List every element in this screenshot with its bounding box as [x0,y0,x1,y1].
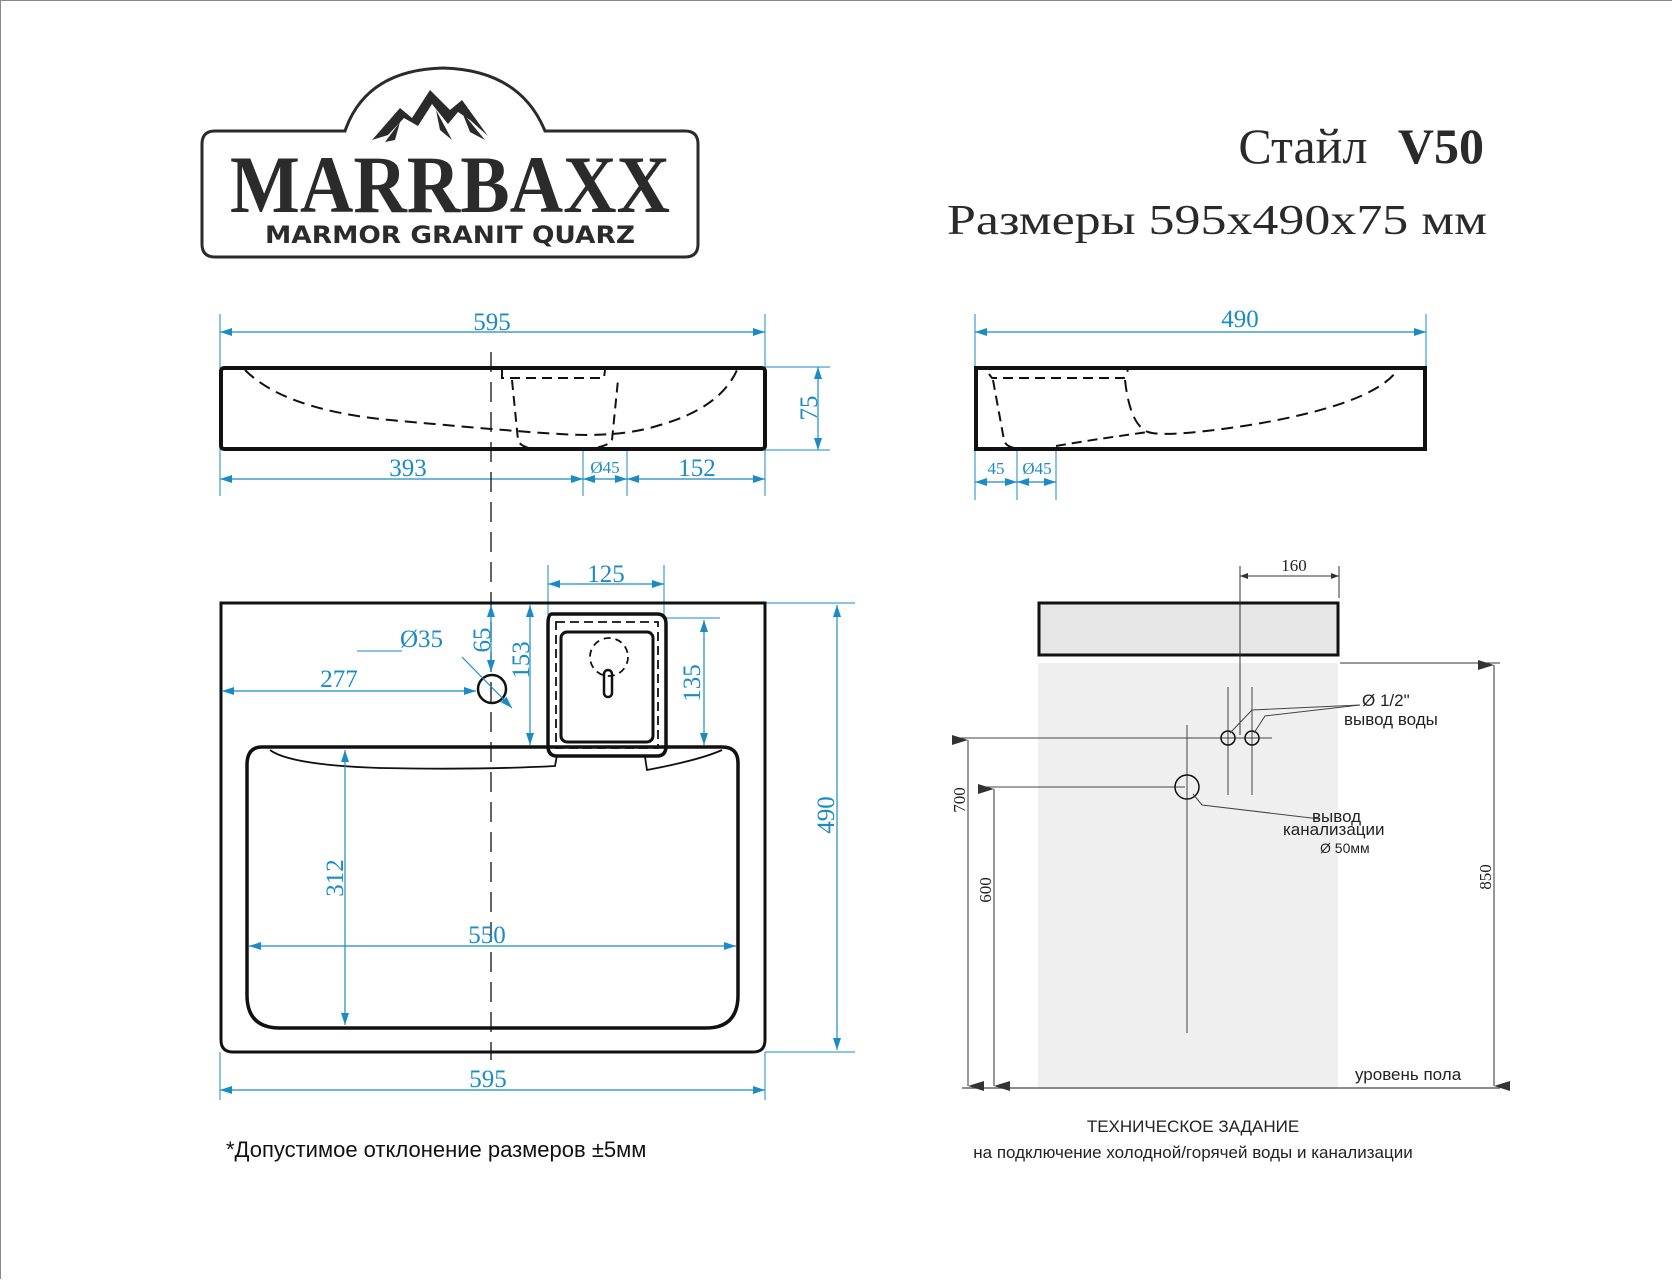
cold-water-outlet [1220,730,1236,746]
wall-area [1038,663,1338,1089]
overflow-inner-dim: 135 [679,664,706,702]
sewer-label-line1: вывод [1312,807,1361,826]
offset-160-dim: 160 [1281,556,1307,575]
tech-spec-title: ТЕХНИЧЕСКОЕ ЗАДАНИЕ [1087,1117,1299,1136]
logo-brand-text: MARRBAXX [230,139,670,230]
top-depth-dim: 490 [813,796,840,834]
tolerance-note: *Допустимое отклонение размеров ±5мм [226,1137,646,1162]
water-diameter-label: Ø 1/2" [1362,691,1410,710]
basin-side-profile [1037,601,1340,657]
hot-water-outlet [1244,730,1260,746]
svg-text:Стайл V50: Стайл V50 [1238,118,1484,174]
side-drain-offset-dim: 45 [988,459,1005,478]
model-name: Стайл [1238,118,1367,174]
top-width-dim: 595 [469,1066,507,1093]
dimensions-title: Размеры 595х490х75 мм [947,198,1487,244]
height-700-dim: 700 [950,787,969,813]
height-850-dim: 850 [1476,864,1495,890]
bowl-width-dim: 550 [468,922,506,949]
water-outlet-label: вывод воды [1344,710,1438,729]
logo-tagline: MARMOR GRANIT QUARZ [265,221,635,249]
tech-spec-subtitle: на подключение холодной/горячей воды и к… [973,1143,1412,1162]
sewer-diameter-label: Ø 50мм [1320,840,1370,856]
front-drain-dim: Ø45 [590,458,619,477]
sewer-label-line2: канализации [1283,820,1385,839]
side-depth-dim: 490 [1221,306,1259,333]
front-width-dim: 595 [473,309,511,336]
faucet-hole [476,673,508,705]
model-code: V50 [1398,118,1484,174]
logo-frame [200,66,700,259]
faucet-left-dim: 277 [320,666,358,693]
faucet-diameter-dim: Ø35 [400,626,443,653]
installation-diagram: 160 Ø 1/2" вывод воды вывод канализации … [950,556,1510,1162]
faucet-edge-dim: 65 [469,628,496,653]
side-view: 490 45 Ø45 [974,306,1427,500]
bowl-depth-dim: 312 [322,859,349,897]
front-right-offset-dim: 152 [678,455,716,482]
top-view: 125 65 153 135 Ø35 277 312 550 490 595 [219,561,855,1100]
product-title: Стайл V50 Размеры 595х490х75 мм [947,118,1487,244]
overflow-width-dim: 125 [587,561,625,588]
sewer-outlet [1174,774,1200,800]
side-drain-dim: Ø45 [1022,459,1051,478]
overflow-depth-dim: 153 [508,641,535,679]
front-height-dim: 75 [796,396,823,421]
brand-logo: MARRBAXX MARMOR GRANIT QUARZ [200,66,700,259]
floor-level-label: уровень пола [1355,1065,1462,1084]
mountain-icon [372,90,488,142]
height-600-dim: 600 [976,877,995,903]
drain-slot [602,668,614,699]
front-left-offset-dim: 393 [389,455,427,482]
